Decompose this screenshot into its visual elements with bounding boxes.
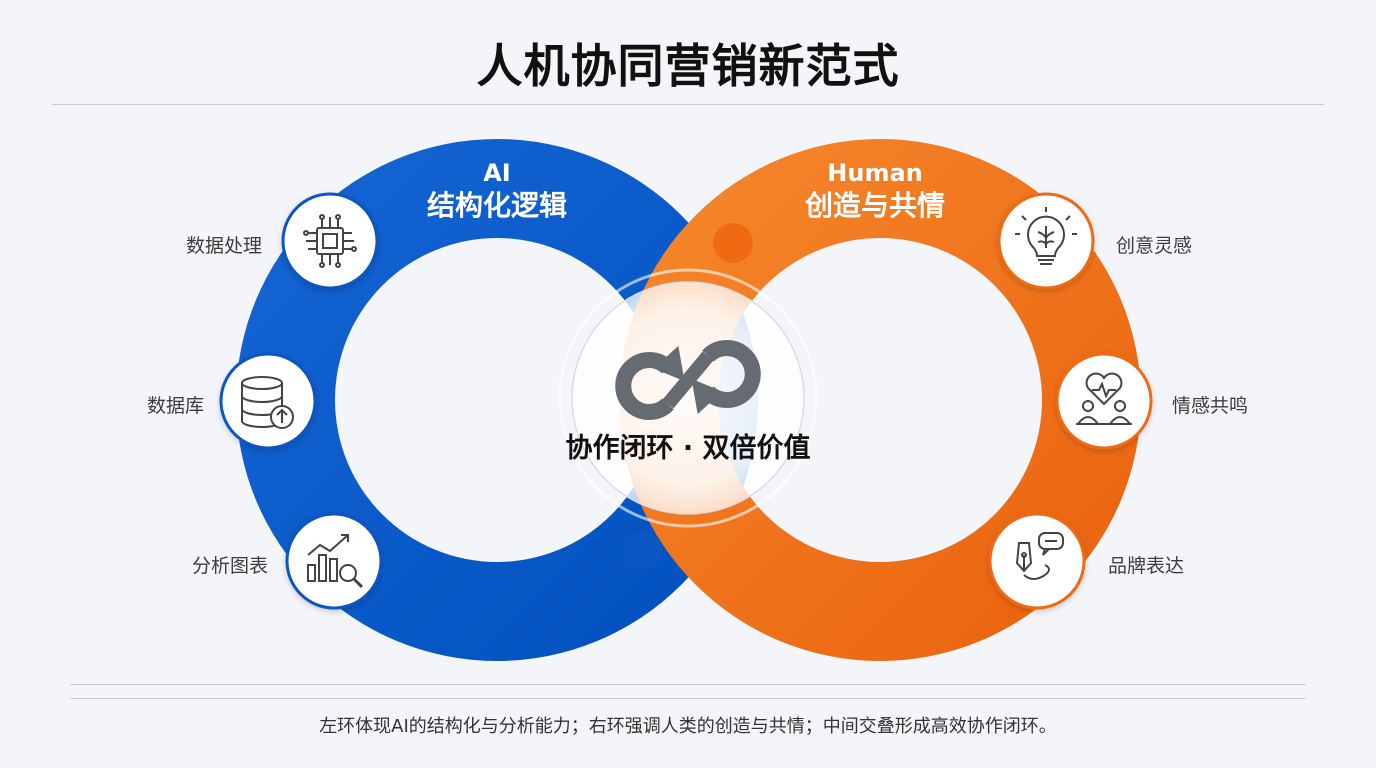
chart-magnifier-icon (307, 534, 364, 589)
label-analysis-chart: 分析图表 (191, 555, 268, 577)
label-creative-inspiration: 创意灵感 (1116, 235, 1193, 257)
overlap-zone (558, 268, 818, 528)
label-data-processing: 数据处理 (185, 235, 262, 257)
ai-ring-title-line1: AI (483, 159, 511, 187)
database-upload-icon (241, 376, 294, 429)
page-title: 人机协同营销新范式 (476, 39, 900, 93)
icon-badge-data-processing (281, 192, 379, 290)
cpu-chip-icon (303, 214, 357, 268)
center-label: 协作闭环 · 双倍价值 (565, 433, 811, 464)
sync-arrows-icon (615, 340, 761, 420)
human-ring-title-line2: 创造与共情 (804, 189, 945, 222)
pen-speech-icon (1015, 532, 1064, 580)
title-divider (52, 104, 1324, 105)
icon-badge-emotional-resonance (1055, 352, 1153, 450)
ai-ring-title-line2: 结构化逻辑 (426, 189, 567, 222)
ai-ring-title: AI 结构化逻辑 (397, 158, 597, 224)
human-ring-title: Human 创造与共情 (775, 158, 975, 224)
lightbulb-brain-icon (1015, 207, 1077, 265)
label-emotional-resonance: 情感共鸣 (1172, 395, 1249, 417)
icon-badge-analysis-chart (285, 512, 383, 610)
caption-divider-top (70, 684, 1306, 685)
label-brand-expression: 品牌表达 (1108, 555, 1185, 577)
caption-divider-bottom (70, 698, 1306, 699)
caption: 左环体现AI的结构化与分析能力；右环强调人类的创造与共情；中间交叠形成高效协作闭… (319, 716, 1057, 737)
heart-people-icon (1076, 372, 1132, 425)
icon-badge-brand-expression (988, 512, 1086, 610)
label-database: 数据库 (146, 395, 204, 417)
human-ring-title-line1: Human (827, 159, 923, 187)
